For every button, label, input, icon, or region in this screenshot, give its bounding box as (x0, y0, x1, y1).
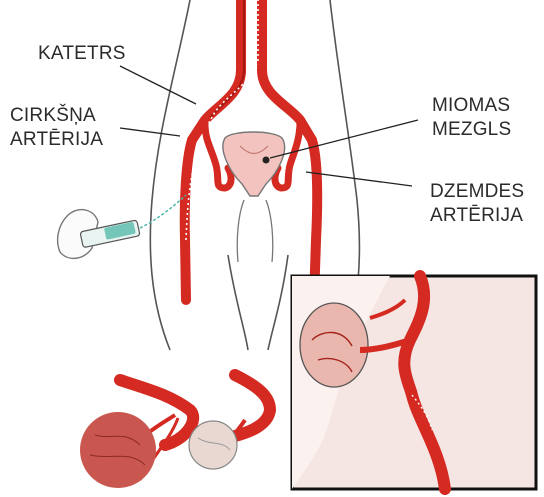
catheter-line (186, 0, 258, 240)
vaginal-canal (237, 200, 273, 262)
label-femoral-artery: CIRKŠŅA ARTĒRIJA (10, 104, 103, 152)
fibroid-large (80, 412, 156, 488)
label-fibroid: MIOMAS MEZGLS (432, 94, 511, 142)
vessel-before (80, 380, 193, 488)
fibroid-marker (263, 157, 270, 164)
label-catheter: KATETRS (38, 42, 126, 66)
inset-detail (292, 276, 536, 489)
syringe-icon (58, 195, 186, 258)
vessel-after (189, 375, 270, 469)
fibroid-embolized (189, 421, 237, 469)
label-uterine-artery: DZEMDES ARTĒRIJA (430, 180, 524, 228)
inset-fibroid (300, 303, 368, 387)
